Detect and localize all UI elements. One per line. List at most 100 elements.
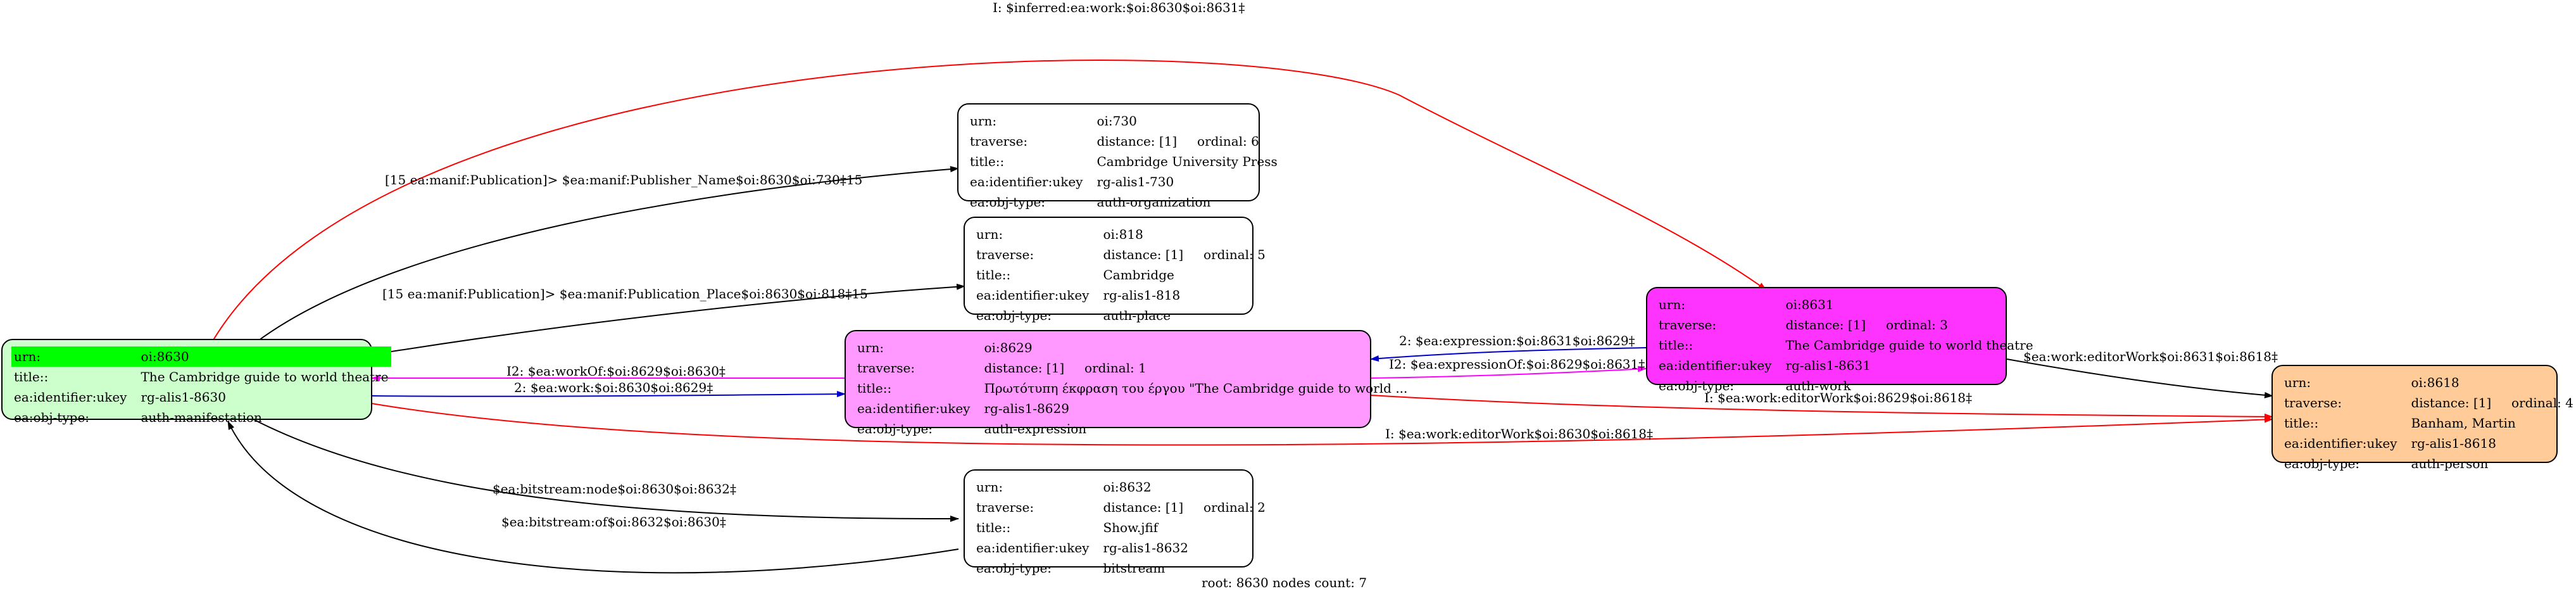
node-row-title: title::Show.jfif [974,517,1268,538]
node-value: oi:730 [1096,113,1137,129]
node-key: title:: [2284,415,2319,431]
edge-label-work: 2: $ea:work:$oi:8630$oi:8629‡ [514,380,713,395]
edge-expression [1370,347,1647,362]
node-row-urn: urn:oi:8630 [11,346,391,367]
node-value: distance: [1] ordinal: 6 [1096,134,1259,149]
node-key: ea:obj-type: [857,421,933,436]
node-value: Cambridge University Press [1096,154,1278,169]
node-key: ea:identifier:ukey [970,174,1083,189]
node-value: distance: [1] ordinal: 2 [1103,500,1266,515]
node-row-objtype: ea:obj-type: auth-person [2282,453,2576,474]
node-oi-8631[interactable]: urn:oi:8631 traverse:distance: [1] ordin… [1646,287,2033,393]
edge-publisher [256,166,959,343]
node-key: urn: [2284,375,2311,390]
node-row-ukey: ea:identifier:ukey rg-alis1-8632 [974,538,1268,558]
node-value: oi:8618 [2411,375,2460,390]
node-row-title: title::The Cambridge guide to world thea… [1656,335,2036,355]
node-row-traverse: traverse:distance: [1] ordinal: 1 [855,358,1410,378]
node-row-objtype: ea:obj-type:auth-organization [967,192,1280,212]
node-value: distance: [1] ordinal: 5 [1103,247,1266,262]
node-row-urn: urn: oi:730 [967,111,1280,131]
node-value: oi:818 [1103,227,1143,242]
node-key: urn: [976,227,1003,242]
edge-label-expressionof: I2: $ea:expressionOf:$oi:8629$oi:8631‡ [1389,357,1645,372]
node-key: urn: [857,340,884,355]
node-row-objtype: ea:obj-type:auth-place [974,305,1268,326]
node-key: ea:obj-type: [14,410,90,425]
node-value: distance: [1] ordinal: 3 [1785,317,1948,333]
node-key: ea:identifier:ukey [976,540,1090,555]
node-key: title:: [976,267,1011,282]
node-value: The Cambridge guide to world theatre [141,369,389,384]
node-value: rg-alis1-8618 [2411,436,2496,451]
node-row-traverse: traverse:distance: [1] ordinal: 6 [967,131,1280,151]
node-value: auth-expression [984,421,1087,436]
node-row-urn: urn:oi:8632 [974,477,1268,497]
node-value: oi:8631 [1785,297,1834,312]
node-row-ukey: ea:identifier:ukey rg-alis1-8629 [855,398,1410,419]
node-value: rg-alis1-8631 [1785,358,1871,373]
node-key: ea:obj-type: [2284,456,2360,471]
node-value: rg-alis1-818 [1103,288,1181,303]
edge-editor-8630 [371,403,2273,446]
node-oi-730[interactable]: urn: oi:730 traverse:distance: [1] ordina… [957,103,1278,210]
edge-label-inferred-work: I: $inferred:ea:work:$oi:8630$oi:8631‡ [993,0,1245,15]
node-oi-818[interactable]: urn: oi:818 traverse:distance: [1] ordina… [964,217,1266,323]
node-value: auth-person [2411,456,2489,471]
edge-label-expression: 2: $ea:expression:$oi:8631$oi:8629‡ [1399,333,1635,348]
node-key: ea:identifier:ukey [2284,436,2397,451]
node-value: rg-alis1-8632 [1103,540,1188,555]
node-value: Show.jfif [1103,520,1159,535]
node-key: ea:obj-type: [970,194,1046,210]
edge-work [371,391,846,398]
node-value: distance: [1] ordinal: 4 [2411,395,2573,410]
node-row-objtype: ea:obj-type: auth-expression [855,419,1410,439]
node-key: title:: [14,369,49,384]
node-value: Banham, Martin [2411,415,2516,431]
edge-expressionof [1370,365,1647,379]
node-oi-8632[interactable]: urn:oi:8632 traverse: distance: [1] ordin… [964,469,1266,576]
node-row-title: title::Cambridge [974,265,1268,285]
node-key: ea:obj-type: [976,561,1052,576]
node-key: ea:identifier:ukey [976,288,1090,303]
node-value: The Cambridge guide to world theatre [1785,338,2033,353]
node-row-ukey: ea:identifier:ukey rg-alis1-730 [967,172,1280,192]
node-key: urn: [970,113,997,129]
node-key: ea:identifier:ukey [14,390,127,405]
node-value: oi:8632 [1103,479,1152,495]
node-value: rg-alis1-730 [1096,174,1174,189]
node-key: ea:obj-type: [976,308,1052,323]
node-row-urn: urn: oi:818 [974,224,1268,244]
edge-node [253,419,959,523]
node-oi-8618[interactable]: urn:oi:8618 traverse:distance: [1] ordin… [2271,365,2573,471]
node-oi-8629[interactable]: urn:oi:8629 traverse:distance: [1] ordin… [845,330,1407,436]
node-row-title: title::Cambridge University Press [967,151,1280,172]
edge-label-of: $ea:bitstream:of$oi:8632$oi:8630‡ [501,514,726,529]
node-key: title:: [970,154,1005,169]
node-key: title:: [976,520,1011,535]
edge-label-node: $ea:bitstream:node$oi:8630$oi:8632‡ [493,481,736,497]
edge-label-editor-8631: $ea:work:editorWork$oi:8631$oi:8618‡ [2023,349,2278,364]
node-key: urn: [1659,297,1686,312]
node-key: ea:identifier:ukey [857,401,971,416]
edge-label-workof: I2: $ea:workOf:$oi:8629$oi:8630‡ [506,364,726,379]
node-row-urn: urn: oi:8631 [1656,295,2036,315]
node-row-objtype: ea:obj-type:auth-work [1656,376,2036,396]
edge-editor-8629 [1370,395,2273,420]
node-value: rg-alis1-8629 [984,401,1069,416]
node-row-ukey: ea:identifier:ukey rg-alis1-818 [974,285,1268,305]
edge-editor-8631 [2006,358,2273,398]
node-key: urn: [11,346,139,367]
node-value: auth-work [1785,378,1851,393]
node-row-objtype: ea:obj-type:auth-manifestation [11,407,391,428]
node-key: traverse: [976,500,1034,515]
node-row-traverse: traverse:distance: [1] ordinal: 5 [974,244,1268,265]
node-value: Cambridge [1103,267,1174,282]
node-row-title: title::Πρωτότυπη έκφραση του έργου "The … [855,378,1410,398]
node-oi-8630[interactable]: urn:oi:8630 title::The Cambridge guide t… [1,339,391,425]
node-row-title: title::Banham, Martin [2282,413,2576,433]
node-value: rg-alis1-8630 [141,390,226,405]
node-key: title:: [857,381,892,396]
